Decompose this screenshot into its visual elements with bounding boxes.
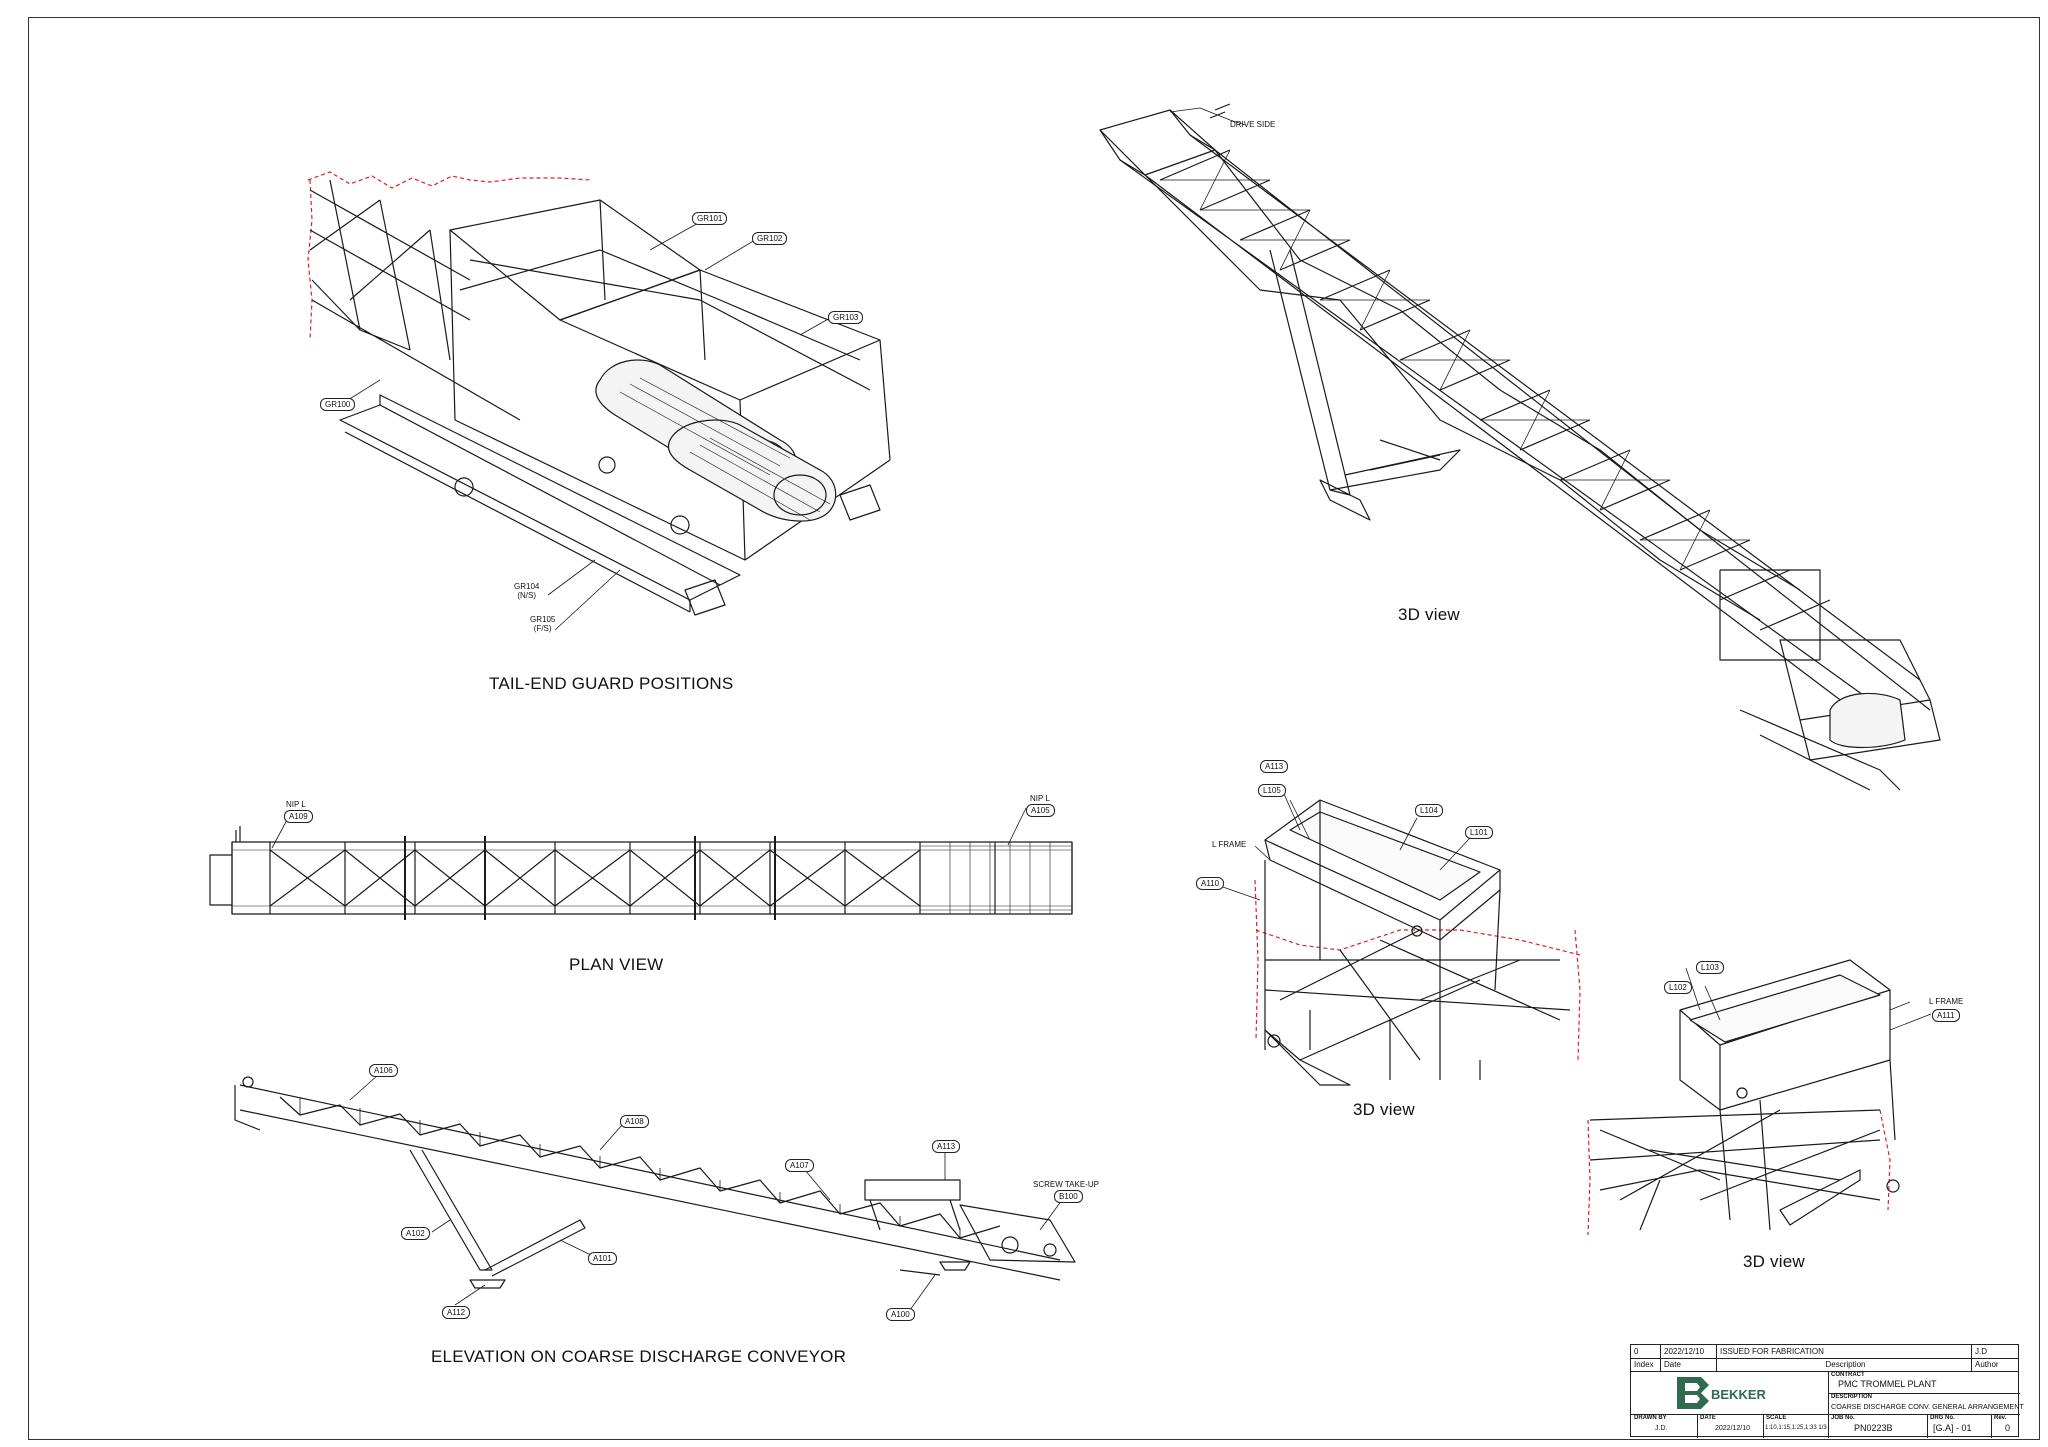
tag-gr101: GR101: [692, 212, 728, 225]
header-description: Description: [1717, 1358, 1972, 1371]
l-frame-right-label: L FRAME: [1929, 997, 1964, 1006]
tag-a108: A108: [620, 1115, 649, 1128]
drawn-by-cell: DRAWN BY J.D.: [1631, 1414, 1698, 1438]
3d-view-title-right: 3D view: [1743, 1252, 1805, 1271]
bekker-logo-icon: [1677, 1377, 1709, 1409]
scale-label: SCALE: [1766, 1415, 1787, 1421]
job-no-label: JOB No.: [1831, 1415, 1855, 1421]
tag-a112: A112: [442, 1306, 471, 1319]
elevation-drawing: [234, 1074, 1076, 1311]
date-value: 2022/12/10: [1715, 1425, 1751, 1432]
rev-author: J.D: [1975, 1347, 1987, 1356]
rev-label: Rev.: [1994, 1415, 2007, 1421]
elevation-title: ELEVATION ON COARSE DISCHARGE CONVEYOR: [431, 1347, 847, 1366]
scale-cell: SCALE 1:10,1:15,1:25,1:33 1/3: [1763, 1414, 1829, 1438]
rev-value: 0: [2005, 1423, 2011, 1433]
drawing-sheet-border: [28, 17, 2040, 1440]
drawn-by-value: J.D.: [1655, 1425, 1668, 1432]
tag-l105: L105: [1258, 784, 1286, 797]
header-index: Index: [1631, 1358, 1661, 1371]
gr104-text: GR104: [514, 582, 540, 591]
tag-a101: A101: [588, 1252, 617, 1265]
company-logo-area: BEKKER: [1631, 1371, 1829, 1415]
tag-l104: L104: [1415, 804, 1443, 817]
nip-l-right-label: NIP L: [1030, 794, 1050, 803]
drg-no-cell: DRG No. [G.A] - 01: [1927, 1414, 1992, 1438]
tag-a107: A107: [785, 1159, 814, 1172]
tail-end-guard-drawing: [307, 171, 891, 631]
plan-view-title: PLAN VIEW: [569, 955, 664, 974]
rev-description: ISSUED FOR FABRICATION: [1717, 1345, 1972, 1358]
tag-b100: B100: [1054, 1190, 1083, 1203]
tag-a111: A111: [1932, 1009, 1960, 1022]
plan-view-drawing: [209, 807, 1073, 920]
rev-date: 2022/12/10: [1661, 1345, 1717, 1358]
tag-gr104: GR104 (N/S): [514, 582, 539, 600]
screw-take-up-label: SCREW TAKE-UP: [1033, 1180, 1099, 1189]
tag-a102: A102: [401, 1227, 430, 1240]
drive-side-label: DRIVE SIDE: [1230, 120, 1276, 129]
tag-gr105: GR105 (F/S): [530, 615, 555, 633]
gr104-note: (N/S): [517, 591, 537, 600]
revision-row: 0 2022/12/10 ISSUED FOR FABRICATION J.D: [1631, 1345, 2018, 1359]
tag-gr103: GR103: [828, 311, 864, 324]
gr105-note: (F/S): [533, 624, 552, 633]
tag-l101: L101: [1465, 826, 1493, 839]
date-label: DATE: [1700, 1415, 1716, 1421]
drg-no-value: [G.A] - 01: [1933, 1423, 1972, 1433]
gr105-text: GR105: [530, 615, 556, 624]
contract-label: CONTRACT: [1831, 1372, 1865, 1378]
3d-view-title-top: 3D view: [1398, 605, 1460, 624]
tag-a113-3d: A113: [1260, 760, 1289, 773]
tag-a109: A109: [284, 810, 313, 823]
tag-a100: A100: [886, 1308, 915, 1321]
tag-l103: L103: [1696, 961, 1724, 974]
revision-header-row: Index Date Description Author: [1631, 1358, 2018, 1372]
tag-a110: A110: [1196, 877, 1225, 890]
right-3d-view-drawing: [1587, 959, 1932, 1236]
scale-value: 1:10,1:15,1:25,1:33 1/3: [1765, 1425, 1827, 1431]
rev-cell: Rev. 0: [1991, 1414, 2020, 1438]
job-no-value: PN0223B: [1854, 1423, 1893, 1433]
tail-end-guard-title: TAIL-END GUARD POSITIONS: [489, 674, 734, 693]
rev-index: 0: [1631, 1345, 1661, 1358]
company-name: BEKKER: [1711, 1387, 1766, 1402]
l-frame-left-label: L FRAME: [1212, 840, 1247, 849]
contract-value: PMC TROMMEL PLANT: [1838, 1379, 1937, 1389]
drg-no-label: DRG No.: [1930, 1415, 1955, 1421]
job-no-cell: JOB No. PN0223B: [1828, 1414, 1928, 1438]
title-block: 0 2022/12/10 ISSUED FOR FABRICATION J.D …: [1630, 1344, 2024, 1438]
nip-l-left-label: NIP L: [286, 800, 306, 809]
description-cell: DESCRIPTION COARSE DISCHARGE CONV. GENER…: [1828, 1393, 2024, 1415]
3d-view-title-left: 3D view: [1353, 1100, 1415, 1119]
conveyor-3d-view-drawing: [1099, 103, 1941, 791]
tag-a113-elevation: A113: [932, 1140, 961, 1153]
tag-l102: L102: [1664, 981, 1692, 994]
tag-a105: A105: [1026, 804, 1055, 817]
header-date: Date: [1661, 1358, 1717, 1371]
description-value: COARSE DISCHARGE CONV. GENERAL ARRANGEME…: [1831, 1402, 2024, 1411]
left-3d-view-drawing: [1219, 784, 1581, 1086]
tag-a106: A106: [369, 1064, 398, 1077]
drawn-by-label: DRAWN BY: [1634, 1415, 1667, 1421]
tag-gr102: GR102: [752, 232, 788, 245]
header-author: Author: [1975, 1360, 1999, 1369]
contract-cell: CONTRACT PMC TROMMEL PLANT: [1828, 1371, 2020, 1394]
date-cell: DATE 2022/12/10: [1697, 1414, 1764, 1438]
description-label: DESCRIPTION: [1831, 1394, 1873, 1400]
tag-gr100: GR100: [320, 398, 356, 411]
